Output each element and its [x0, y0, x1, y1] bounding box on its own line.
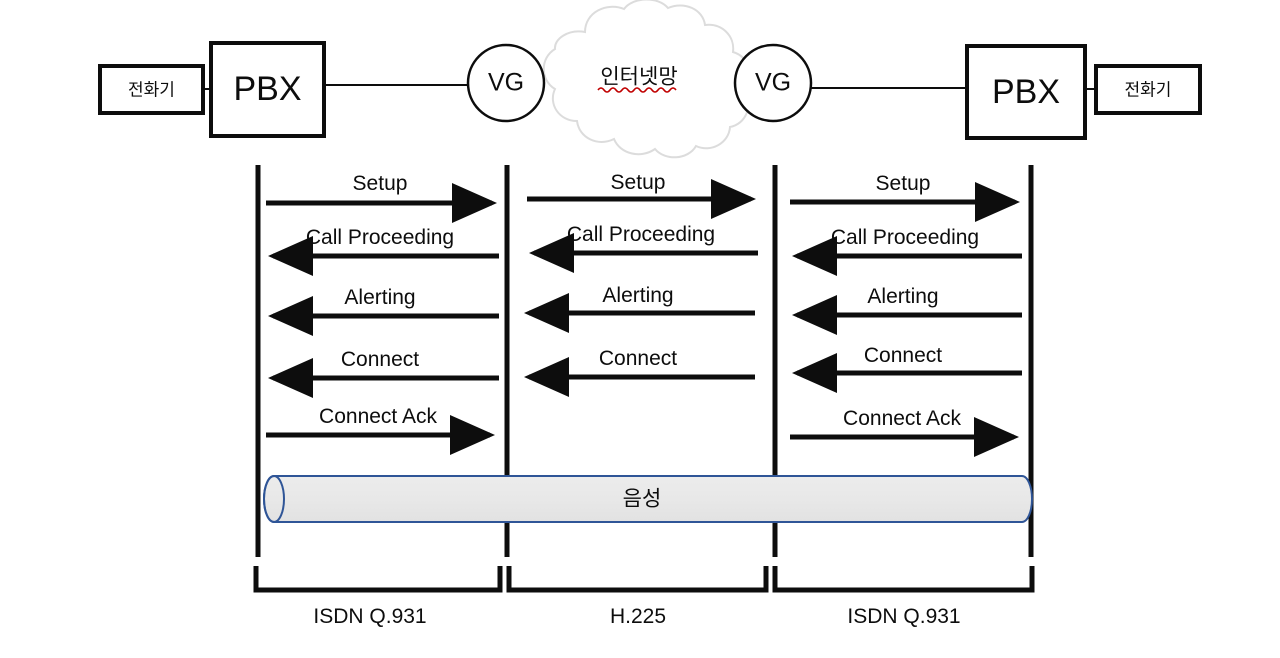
message-label: Connect Ack [319, 405, 437, 428]
phone-right-node: 전화기 [1094, 64, 1202, 115]
vg-right-node: VG [733, 43, 813, 123]
message-setup: Setup [527, 171, 756, 219]
message-connect: Connect [524, 347, 755, 397]
protocol-brackets-layer: ISDN Q.931 H.225 ISDN Q.931 [253, 566, 1035, 628]
message-column-isdn-right: Setup Call Proceeding Alerting Connect C… [790, 172, 1022, 457]
voice-cylinder-cap [263, 475, 285, 523]
vg-left-node: VG [466, 43, 546, 123]
voice-bar-label: 음성 [623, 488, 662, 511]
spellcheck-squiggle-icon [597, 87, 677, 93]
message-label: Connect [864, 344, 942, 367]
internet-cloud-icon [542, 0, 751, 159]
message-label: Setup [876, 172, 931, 195]
message-connect: Connect [268, 348, 499, 398]
message-connect: Connect [792, 344, 1022, 393]
message-label: Alerting [344, 286, 415, 309]
message-call-proceeding: Call Proceeding [529, 223, 758, 273]
bracket-label: ISDN Q.931 [313, 605, 426, 628]
message-label: Setup [611, 171, 666, 194]
message-label: Call Proceeding [831, 226, 979, 249]
phone-right-label: 전화기 [1125, 80, 1172, 99]
bracket-label: ISDN Q.931 [847, 605, 960, 628]
message-label: Connect [599, 347, 677, 370]
message-alerting: Alerting [524, 284, 755, 333]
message-label: Setup [353, 172, 408, 195]
message-column-isdn-left: Setup Call Proceeding Alerting Connect C… [266, 172, 499, 455]
bracket-label: H.225 [610, 605, 666, 628]
bracket-isdn-left: ISDN Q.931 [253, 566, 503, 628]
topology-layer: 전화기 PBX VG 인터넷망 VG [98, 0, 1202, 159]
phone-left-label: 전화기 [128, 80, 175, 99]
cloud-label: 인터넷망 [600, 66, 677, 89]
message-alerting: Alerting [792, 285, 1022, 335]
message-alerting: Alerting [268, 286, 499, 336]
message-label: Alerting [867, 285, 938, 308]
pbx-right-label: PBX [992, 73, 1060, 111]
message-connect-ack: Connect Ack [790, 407, 1019, 457]
message-label: Connect Ack [843, 407, 961, 430]
vg-right-label: VG [755, 69, 791, 97]
bracket-isdn-right: ISDN Q.931 [772, 566, 1035, 628]
pbx-left-label: PBX [233, 70, 301, 108]
vg-left-label: VG [488, 69, 524, 97]
message-label: Alerting [602, 284, 673, 307]
message-connect-ack: Connect Ack [266, 405, 495, 455]
message-column-h225: Setup Call Proceeding Alerting Connect [524, 171, 758, 397]
bracket-h225: H.225 [506, 566, 769, 628]
pbx-left-node: PBX [209, 41, 326, 138]
message-label: Call Proceeding [567, 223, 715, 246]
message-label: Call Proceeding [306, 226, 454, 249]
voice-channel-bar: 음성 [263, 475, 1033, 523]
message-call-proceeding: Call Proceeding [268, 226, 499, 276]
message-setup: Setup [266, 172, 497, 223]
message-call-proceeding: Call Proceeding [792, 226, 1022, 276]
phone-left-node: 전화기 [98, 64, 205, 115]
pbx-right-node: PBX [965, 44, 1087, 140]
message-label: Connect [341, 348, 419, 371]
message-setup: Setup [790, 172, 1020, 222]
